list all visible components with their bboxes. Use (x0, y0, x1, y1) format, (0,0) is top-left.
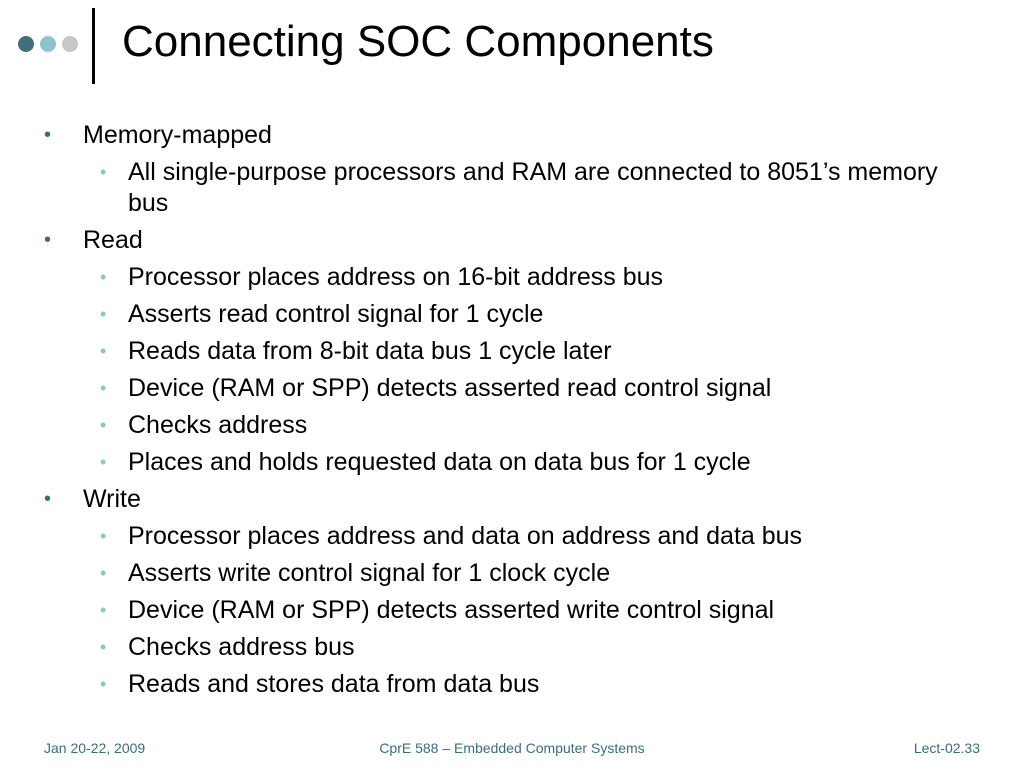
sub-bullet-item: • Device (RAM or SPP) detects asserted r… (0, 373, 1024, 404)
title-decoration-dots (18, 36, 88, 52)
sub-bullet-item: • Device (RAM or SPP) detects asserted w… (0, 595, 1024, 626)
sub-bullet-dot-icon: • (100, 378, 107, 398)
sub-bullet-text: Asserts write control signal for 1 clock… (128, 559, 611, 587)
sub-bullet-text: Processor places address on 16-bit addre… (128, 263, 664, 291)
sub-bullet-item: • Processor places address and data on a… (0, 521, 1024, 552)
sub-bullet-dot-icon: • (100, 452, 107, 472)
sub-bullet-text: Checks address (128, 411, 308, 439)
sub-bullet-text: Processor places address and data on add… (128, 522, 803, 550)
bullet-text: Write (83, 485, 141, 513)
sub-bullet-dot-icon: • (100, 415, 107, 435)
sub-bullet-dot-icon: • (100, 637, 107, 657)
dot-light-icon (40, 36, 56, 52)
dot-dark-icon (18, 36, 34, 52)
slide-title: Connecting SOC Components (122, 17, 714, 66)
sub-bullet-item: • Asserts read control signal for 1 cycl… (0, 299, 1024, 330)
sub-bullet-dot-icon: • (100, 674, 107, 694)
sub-bullet-dot-icon: • (100, 304, 107, 324)
sub-bullet-item: • Asserts write control signal for 1 clo… (0, 558, 1024, 589)
sub-bullet-dot-icon: • (100, 600, 107, 620)
footer-lecture-number: Lect-02.33 (913, 740, 980, 756)
bullet-dot-icon: • (44, 124, 52, 146)
title-divider (92, 8, 95, 84)
bullet-text: Read (83, 226, 143, 254)
sub-bullet-text: Places and holds requested data on data … (128, 448, 751, 476)
sub-bullet-text: Checks address bus (128, 633, 355, 661)
sub-bullet-text: All single-purpose processors and RAM ar… (128, 158, 938, 217)
sub-bullet-item: • Checks address (0, 410, 1024, 441)
sub-bullet-text: Reads and stores data from data bus (128, 670, 540, 698)
sub-bullet-dot-icon: • (100, 341, 107, 361)
sub-bullet-text: Device (RAM or SPP) detects asserted wri… (128, 596, 775, 624)
bullet-item: • Memory-mapped (0, 120, 1024, 151)
dot-gray-icon (62, 36, 78, 52)
sub-bullet-text: Asserts read control signal for 1 cycle (128, 300, 544, 328)
bullet-dot-icon: • (44, 488, 52, 510)
sub-bullet-item: • Reads data from 8-bit data bus 1 cycle… (0, 336, 1024, 367)
sub-bullet-dot-icon: • (100, 563, 107, 583)
sub-bullet-text: Device (RAM or SPP) detects asserted rea… (128, 374, 772, 402)
sub-bullet-item: • Reads and stores data from data bus (0, 669, 1024, 700)
slide-content: • Memory-mapped • All single-purpose pro… (0, 120, 1024, 706)
sub-bullet-text: Reads data from 8-bit data bus 1 cycle l… (128, 337, 612, 365)
sub-bullet-dot-icon: • (100, 267, 107, 287)
bullet-text: Memory-mapped (83, 121, 272, 149)
sub-bullet-item: • Checks address bus (0, 632, 1024, 663)
sub-bullet-dot-icon: • (100, 162, 107, 182)
sub-bullet-item: • Processor places address on 16-bit add… (0, 262, 1024, 293)
sub-bullet-dot-icon: • (100, 526, 107, 546)
sub-bullet-item: • All single-purpose processors and RAM … (0, 157, 1024, 219)
footer-date: Jan 20-22, 2009 (44, 740, 146, 756)
footer-course: CprE 588 – Embedded Computer Systems (379, 740, 645, 756)
bullet-item: • Write (0, 484, 1024, 515)
bullet-dot-icon: • (44, 229, 52, 251)
sub-bullet-item: • Places and holds requested data on dat… (0, 447, 1024, 478)
bullet-item: • Read (0, 225, 1024, 256)
